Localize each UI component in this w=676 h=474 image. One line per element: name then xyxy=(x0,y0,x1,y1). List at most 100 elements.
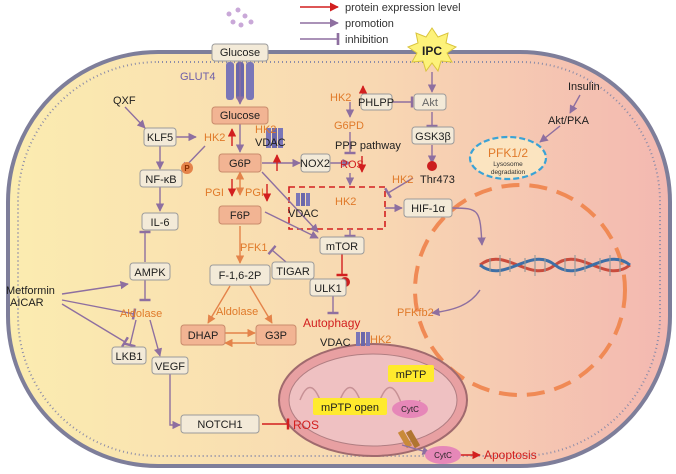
ipc-label: IPC xyxy=(422,44,442,58)
ros-bottom-label: ROS xyxy=(293,418,319,432)
mptp-channel-icon xyxy=(397,429,421,449)
klf5-label: KLF5 xyxy=(147,132,173,144)
node-g3p xyxy=(255,324,297,346)
thr473-label: Thr473 xyxy=(420,174,455,186)
ipc-star-icon xyxy=(406,27,458,73)
gsk3b-label: GSK3β xyxy=(415,131,451,143)
cytc-in-label: CytC xyxy=(401,405,419,414)
legend-expression: protein expression level xyxy=(345,2,461,14)
akt-pka-label: Akt/PKA xyxy=(548,115,590,127)
ppp-label: PPP pathway xyxy=(335,140,401,152)
hk2-vdac-complex-box xyxy=(288,186,386,230)
node-cytc-out xyxy=(425,446,461,464)
dhap-label: DHAP xyxy=(188,330,219,342)
legend-inhibition: inhibition xyxy=(345,34,388,46)
insulin-label: Insulin xyxy=(568,81,600,93)
qxf-label: QXF xyxy=(113,95,136,107)
node-nox2 xyxy=(300,153,331,173)
node-glucose-out xyxy=(211,43,269,62)
node-il6 xyxy=(141,212,179,231)
node-hif xyxy=(403,198,453,218)
ulk1-label: ULK1 xyxy=(314,283,342,295)
dna-helix-icon xyxy=(479,255,631,276)
hk2-vdac-top-label: HK2 xyxy=(255,124,276,136)
degradation-label: degradation xyxy=(491,169,526,176)
hk2-gsk-label: HK2 xyxy=(392,174,413,186)
hk2-ros-label: HK2 xyxy=(330,92,351,104)
node-dhap xyxy=(180,324,226,346)
node-cytc-in xyxy=(392,400,428,418)
g3p-label: G3P xyxy=(265,330,287,342)
aldolase-left-label: Aldolase xyxy=(120,308,162,320)
lysosome-label: Lysosome xyxy=(493,161,523,168)
vdac-icon-mito xyxy=(356,332,370,346)
mptp-label: mPTP xyxy=(396,369,427,381)
g6p-label: G6P xyxy=(229,158,251,170)
nox2-label: NOX2 xyxy=(300,158,330,170)
f16-label: F-1,6-2P xyxy=(219,270,262,282)
lysosome xyxy=(468,135,548,181)
nfkb-label: NF-κB xyxy=(145,174,176,186)
node-ampk xyxy=(129,262,171,281)
mptp-open-label: mPTP open xyxy=(321,402,379,414)
tigar-label: TIGAR xyxy=(276,266,310,278)
glucose-out-label: Glucose xyxy=(220,47,260,59)
ampk-label: AMPK xyxy=(134,267,166,279)
node-mptp-label xyxy=(388,365,434,382)
node-nfkb xyxy=(139,169,183,188)
vegf-label: VEGF xyxy=(155,361,185,373)
mtor-label: mTOR xyxy=(326,241,358,253)
node-f16 xyxy=(209,264,271,286)
il6-label: IL-6 xyxy=(151,217,170,229)
pfk12-label: PFK1/2 xyxy=(488,146,528,160)
legend-promotion: promotion xyxy=(345,18,394,30)
f6p-label: F6P xyxy=(230,210,250,222)
glucose-in-label: Glucose xyxy=(220,110,260,122)
ros-mid-label: ROS xyxy=(340,159,364,171)
apoptosis-label: Apoptosis xyxy=(484,448,537,462)
node-g6p xyxy=(218,153,262,173)
notch1-label: NOTCH1 xyxy=(197,419,242,431)
node-glucose-in xyxy=(211,106,269,125)
aicar-label: AICAR xyxy=(10,297,44,309)
node-akt xyxy=(413,93,447,111)
lkb1-label: LKB1 xyxy=(116,351,143,363)
vdac-icon-mid xyxy=(296,193,310,206)
hk2-klf5-label: HK2 xyxy=(204,132,225,144)
vdac-icon-top xyxy=(266,128,283,148)
g6pd-label: G6PD xyxy=(334,120,364,132)
node-mptp-open xyxy=(313,398,387,415)
metformin-label: Metformin xyxy=(6,285,55,297)
autophagy-label: Autophagy xyxy=(303,316,360,330)
legend: protein expression level promotion inhib… xyxy=(300,2,461,46)
pgi1-label: PGI xyxy=(205,187,224,199)
nucleus xyxy=(413,183,627,397)
pfk1-label: PFK1 xyxy=(240,242,268,254)
node-klf5 xyxy=(143,127,177,147)
node-f6p xyxy=(218,205,262,225)
cytc-out-label: CytC xyxy=(434,451,452,460)
node-ulk1 xyxy=(309,278,347,297)
hk2-mid-label: HK2 xyxy=(335,196,356,208)
p-mark-label: P xyxy=(184,164,190,173)
pfkfb2-label: PFKfb2 xyxy=(397,307,434,319)
hif-label: HIF-1α xyxy=(411,203,446,215)
aldolase-mid-label: Aldolase xyxy=(216,306,258,318)
node-vegf xyxy=(151,356,189,375)
glucose-dots xyxy=(226,7,254,28)
glut4-transporter-icon xyxy=(226,62,254,100)
node-notch1 xyxy=(180,414,260,434)
node-gsk3b xyxy=(411,126,455,145)
edges xyxy=(61,60,581,460)
hk2-mito-label: HK2 xyxy=(370,334,391,346)
node-tigar xyxy=(271,261,315,280)
pgi2-label: PGI xyxy=(245,187,264,199)
akt-label: Akt xyxy=(422,97,438,109)
node-mtor xyxy=(319,236,365,255)
cell-membrane-inner xyxy=(17,61,661,457)
vdac-mid-label: VDAC xyxy=(288,208,319,220)
glut4-label: GLUT4 xyxy=(180,71,215,83)
vdac-mito-label: VDAC xyxy=(320,337,351,349)
vdac-top-label: VDAC xyxy=(255,137,286,149)
